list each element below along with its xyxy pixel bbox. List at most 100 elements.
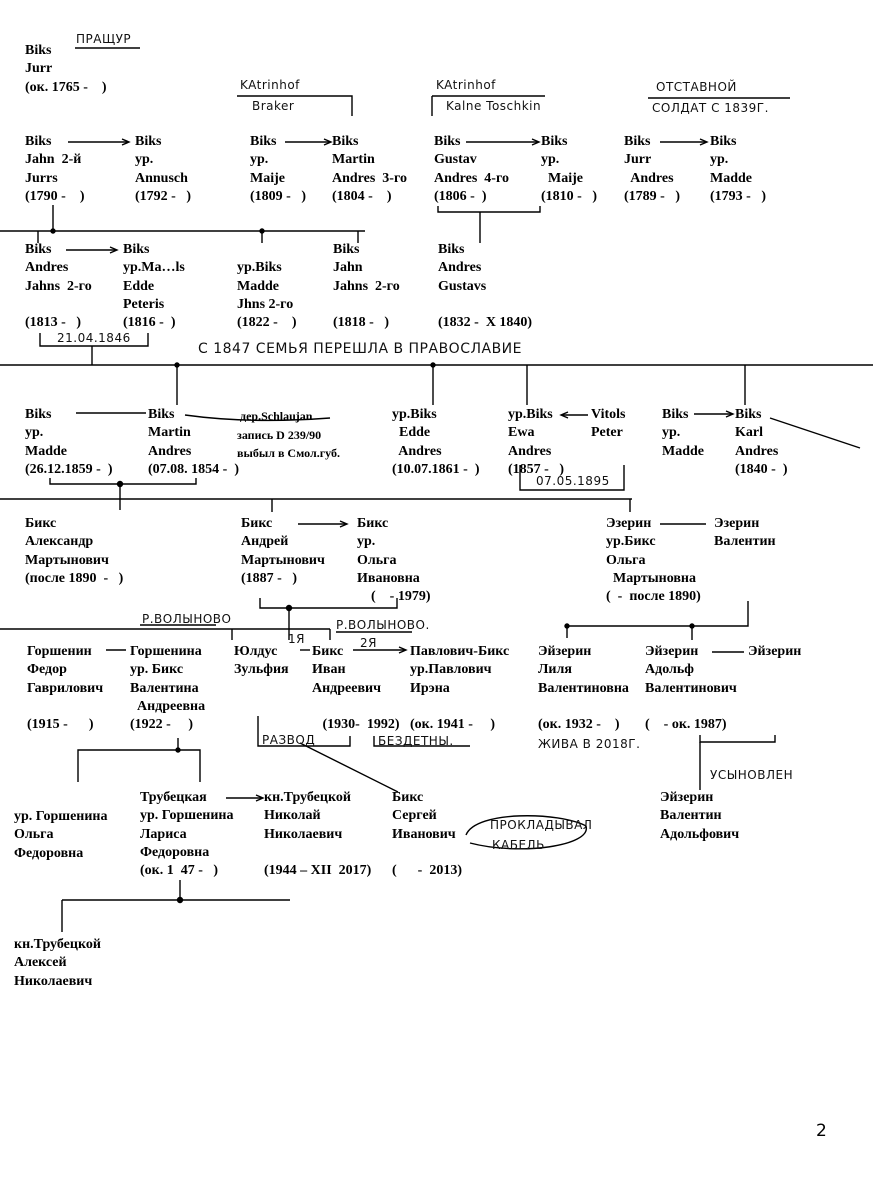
person-line: Gustav [434,152,477,168]
person-line: Горшенин [27,644,92,659]
date-bracket [373,736,470,747]
person-line: (1944 – XII 2017) [264,863,372,879]
person-line: Юлдус [234,644,278,659]
person-line: Andres [735,443,779,459]
arrow-head [109,246,119,254]
village-note: дер.Schlaujan [240,409,313,423]
person-line: Бикс [312,644,344,659]
person-line: Федоровна [14,845,84,861]
person-line: Иванович [392,826,456,842]
person-line: ур.Biks [508,407,553,422]
person-line: Jhns 2-го [237,296,294,312]
person-line: Andres 4-го [434,170,509,186]
person-line: Эйзерин [748,644,802,659]
person-line: Эзерин [606,516,652,531]
person-line: Martin [332,152,375,168]
person-line: Сергей [392,808,437,824]
moved-note: выбыл в Смол.губ. [237,446,340,460]
person-line: (1930- 1992) [312,717,400,733]
person-line: (после 1890 - ) [25,570,124,586]
node [430,362,436,368]
person-line: Biks [332,134,359,149]
arrow-head [255,794,265,802]
person-line: Jahns 2-го [333,278,400,294]
person-line: Эйзерин [645,644,699,659]
arrow-head [725,410,735,418]
person-line: ур. [135,152,154,168]
arrow-head [559,411,569,419]
person-line: ур.Biks [237,260,282,276]
person-line: (ок. 1941 - ) [410,717,496,733]
person-line: Biks [735,407,762,422]
person-line: Andres [438,260,482,276]
hw-orthodoxy: С 1847 СЕМЬЯ ПЕРЕШЛА В ПРАВОСЛАВИЕ [198,341,523,357]
person-line: Валентина [130,680,199,696]
person-line: Валентинович [645,680,737,696]
person-line: Biks [710,134,737,149]
person-line: (1813 - ) [25,315,81,331]
hw-cable-1: ПРОКЛАДЫВАЛ [490,818,593,832]
person-line: Madde [237,278,279,294]
person-line: Эйзерин [538,644,592,659]
person-line: (ок. 1 47 - ) [140,863,219,879]
person-line: (ок. 1765 - ) [25,79,107,95]
hw-divorce: РАЗВОД [262,733,316,747]
person-line: Biks [25,242,52,257]
family-line [437,206,541,213]
person-line [27,698,103,716]
person-line: Николаевич [264,826,343,842]
person-line: Maije [250,170,285,186]
person-line: кн.Трубецкой [14,937,101,952]
person-line: Адольф [645,662,694,678]
hw-date-1895: 07.05.1895 [536,474,610,488]
person-line: Ивановна [357,570,420,586]
place-bracket [237,95,353,116]
person-line: (1789 - ) [624,188,680,204]
person-line: Biks [135,134,162,149]
person-line: (1857 - ) [508,461,564,477]
family-line [259,598,398,609]
person-line: Ирэна [410,680,450,696]
person-line: Бикс [357,516,389,531]
person-line: Николаевич [14,973,93,989]
date-bracket [257,716,351,747]
person-line: (26.12.1859 - ) [25,461,113,477]
person-line [438,296,532,314]
hw-volynovo-1: Р.ВОЛЫНОВО [142,612,232,626]
person-line: кн.Трубецкой [264,790,351,805]
person-line: Андреевич [312,680,381,696]
person-line: ( - после 1890) [606,589,701,605]
arrow-head [699,138,709,146]
person-line: ур.Бикс [606,534,656,550]
person-line: Алексей [14,955,67,971]
person-line: (1818 - ) [333,315,389,331]
hw-braker: Braker [252,99,295,113]
person-line: Эйзерин [660,790,714,805]
person-line: Павлович-Бикс [410,644,510,659]
hw-katrinhof-2: KAtrinhof [436,78,496,92]
person-line: Karl [735,425,763,441]
person-line: Madde [25,443,67,459]
person-line [538,698,629,716]
hw-pradur: ПРАЩУР [76,32,132,46]
person-line: (1832 - X 1840) [438,315,533,331]
person-line: Maije [541,170,583,186]
person-line: Трубецкая [140,790,207,805]
person-line: ур. Горшенина [14,809,108,824]
hw-soldat: СОЛДАТ С 1839Г. [652,101,769,115]
